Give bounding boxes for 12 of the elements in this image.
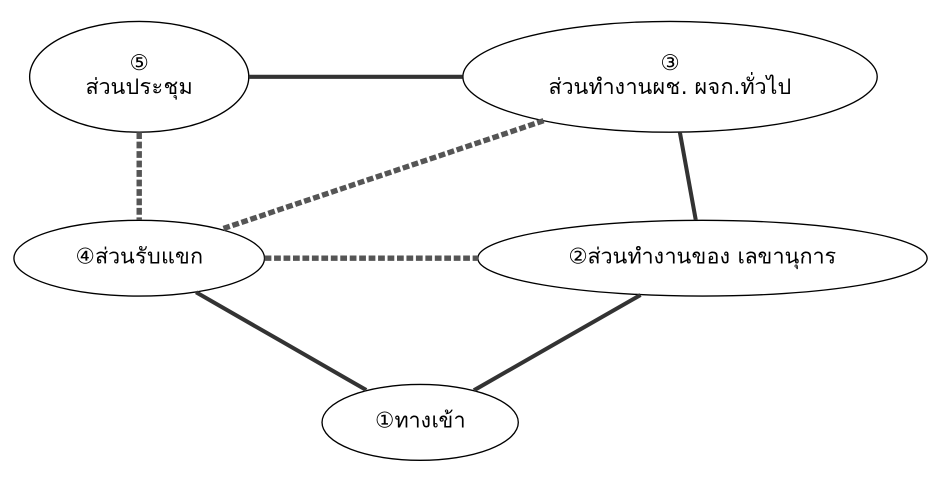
connector <box>220 118 544 232</box>
connector <box>472 293 642 392</box>
connector <box>249 74 462 79</box>
node-ellipse: ③ ส่วนทำงานผช. ผจก.ทั่วไป <box>462 20 878 133</box>
node-ellipse: ⑤ ส่วนประชุม <box>28 20 250 133</box>
node-ellipse: ②ส่วนทำงานของ เลขานุการ <box>477 220 928 297</box>
connector <box>264 256 478 261</box>
connector <box>678 132 698 220</box>
node-ellipse: ①ทางเข้า <box>321 384 519 461</box>
node-ellipse: ④ส่วนรับแขก <box>13 220 266 297</box>
connector <box>195 290 368 392</box>
connector <box>136 132 142 220</box>
